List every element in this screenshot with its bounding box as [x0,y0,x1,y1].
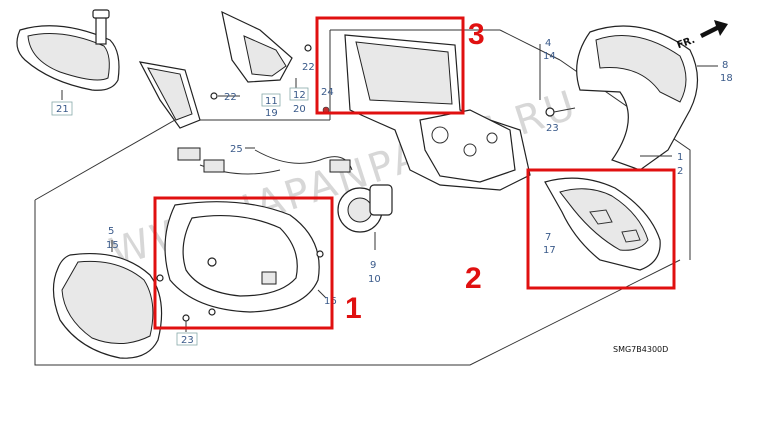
part-number-2: 2 [677,166,683,177]
diagram-code: SMG7B4300D [613,345,668,354]
skull-cap-part: 8 18 [576,25,733,171]
part-number-15: 15 [106,240,119,251]
part-number-1: 1 [677,152,683,163]
part-number-16: 16 [324,296,337,307]
callout-3: 3 [468,18,485,51]
part-number-20: 20 [293,104,306,115]
screw-24-part: 24 [321,87,334,114]
inner-cover-part: 7 17 [543,177,661,271]
part-number-18: 18 [720,73,733,84]
part-number-12: 12 [293,90,306,101]
part-number-14: 14 [543,51,556,62]
highlight-box-3 [315,16,465,115]
front-direction-indicator: FR. [675,20,728,51]
mirror-glass-part: 5 15 [52,226,163,359]
direction-label: FR. [675,35,696,52]
part-number-22b: 22 [302,62,315,73]
rearview-mirror-part: 21 [16,9,120,116]
part-number-9: 9 [370,260,376,271]
part-number-19: 19 [265,108,278,119]
garnish-left-part: 22 11 19 [138,61,281,129]
part-number-23b: 23 [181,335,194,346]
part-number-5: 5 [108,226,114,237]
callout-2: 2 [465,262,482,295]
actuator-motor-part: 9 10 [337,184,393,285]
garnish-upper-part: 22 12 20 [221,10,315,115]
part-number-11: 11 [265,96,278,107]
part-number-23a: 23 [546,123,559,134]
highlight-box-1 [153,196,334,330]
part-number-7: 7 [545,232,551,243]
screw-23-upper-part: 23 [545,107,576,134]
part-number-22a: 22 [224,92,237,103]
part-label-1-2: 1 2 [640,152,683,177]
part-number-8: 8 [722,60,728,71]
screw-23-lower-part: 23 [176,308,216,346]
part-number-4: 4 [545,38,551,49]
part-number-10: 10 [368,274,381,285]
callout-1: 1 [345,292,362,325]
part-number-21: 21 [56,104,69,115]
mirror-holder-part: 16 [156,201,337,313]
part-number-25: 25 [230,144,243,155]
direction-arrow-icon [700,20,728,38]
highlight-box-2 [526,168,676,290]
part-number-17: 17 [543,245,556,256]
wire-harness-part: 25 [177,144,353,175]
part-number-24: 24 [321,87,334,98]
